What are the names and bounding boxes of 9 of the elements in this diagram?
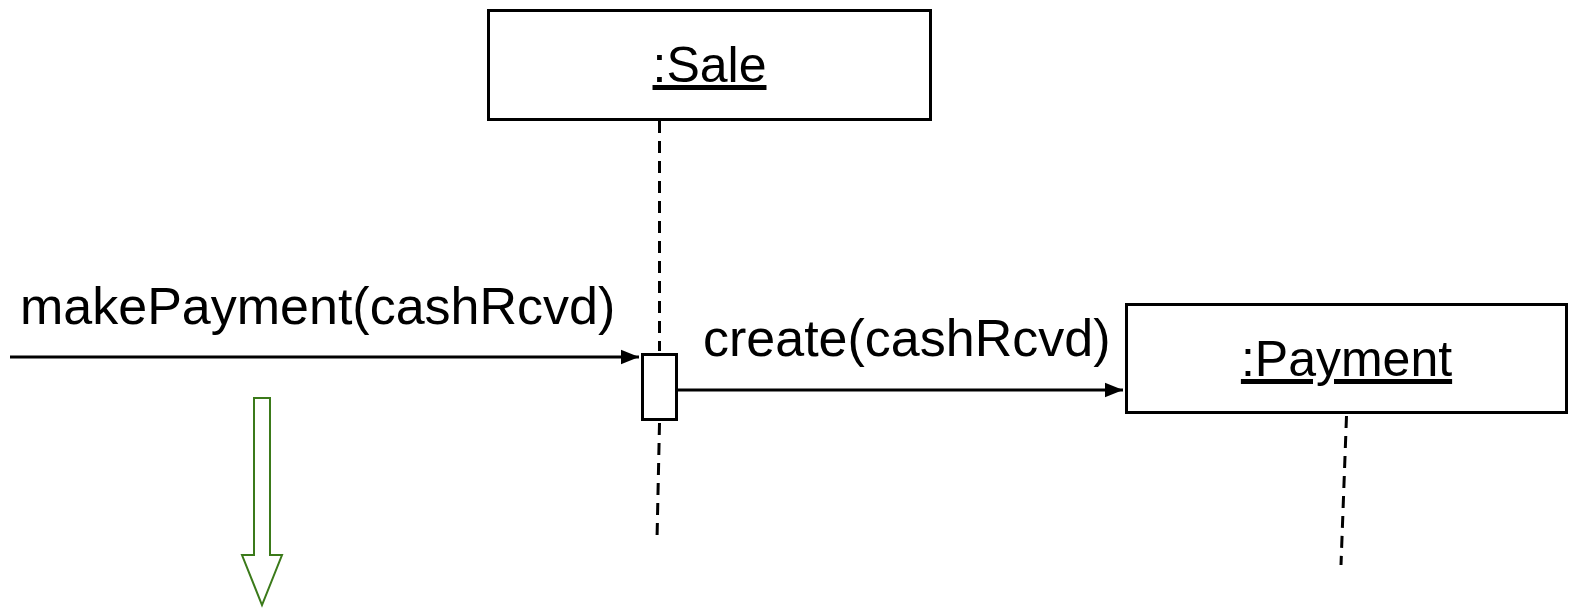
object-name: :Payment [1240, 329, 1453, 388]
object-name: :Sale [652, 36, 767, 94]
message-arrow [678, 382, 1123, 398]
object-box [1125, 303, 1568, 414]
object-box [487, 9, 932, 121]
lifeline [658, 121, 661, 351]
lifeline [1339, 415, 1348, 566]
activation-bar [641, 353, 678, 421]
message-arrow [10, 349, 639, 365]
